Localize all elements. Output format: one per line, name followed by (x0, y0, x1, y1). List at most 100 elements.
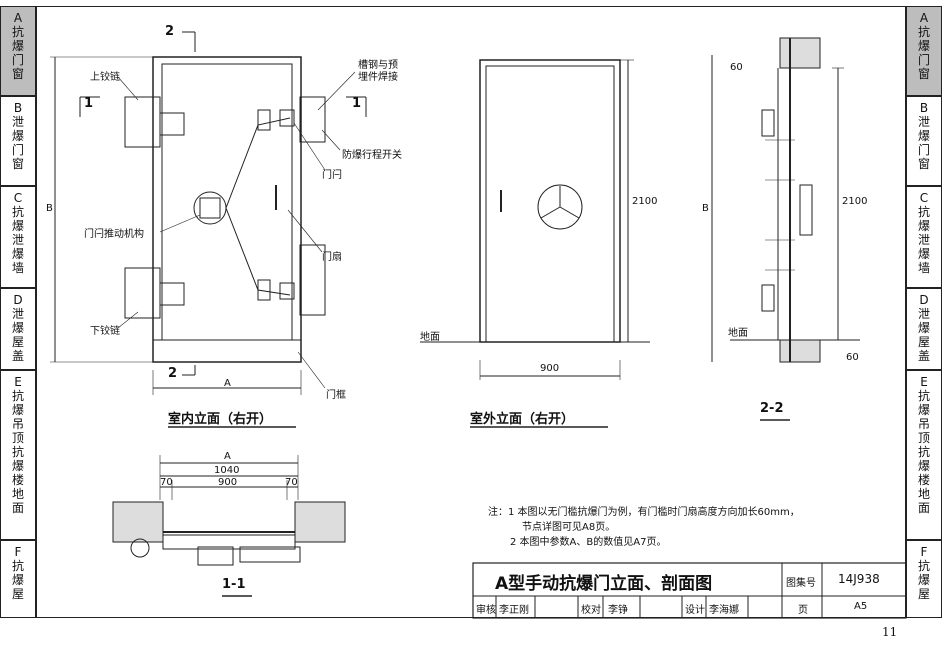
tab-char: 抗 (11, 25, 24, 39)
tab-letter: E (14, 375, 22, 389)
tab-char: 泄 (917, 233, 930, 247)
tab-letter: C (13, 191, 23, 205)
atlas-no: 14J938 (838, 572, 880, 586)
tab-char: 楼 (917, 473, 930, 487)
tab-char: 爆 (917, 219, 930, 233)
tab-char: 顶 (917, 431, 930, 445)
note-1-cont: 节点详图可见A8页。 (522, 522, 616, 533)
latch-wheel-shape (193, 191, 227, 225)
check-label: 校对 (581, 605, 601, 616)
tab-char: 爆 (917, 129, 930, 143)
wall-left-hatch (112, 501, 164, 543)
tab-letter: C (919, 191, 929, 205)
dim-900-plan: 900 (218, 477, 238, 488)
section-mark-2-top: 2 (165, 24, 175, 39)
dim-2100-outdoor: 2100 (632, 196, 658, 207)
tab-char: 屋 (11, 335, 24, 349)
tab-char: 爆 (917, 321, 930, 335)
checker-name: 李铮 (608, 605, 628, 616)
atlas-no-label: 图集号 (786, 578, 816, 589)
dim-b-indoor: B (46, 203, 53, 214)
design-label: 设计 (685, 605, 705, 616)
tab-letter: A (919, 11, 929, 25)
tab-char: 盖 (917, 349, 930, 363)
label-ground-section: 地面 (728, 328, 748, 339)
indoor-door-leaf (161, 63, 293, 341)
tab-char: 抗 (917, 25, 930, 39)
tab-letter: B (919, 101, 929, 115)
tab-char: 爆 (917, 247, 930, 261)
dim-60-bottom: 60 (846, 352, 859, 363)
dim-900-outdoor: 900 (540, 363, 560, 374)
tab-char: 门 (917, 53, 930, 67)
dim-60-top: 60 (730, 62, 743, 73)
dim-70-right: 70 (285, 477, 298, 488)
indoor-door-frame (152, 56, 302, 363)
label-latch-mechanism: 门闩推动机构 (84, 229, 144, 240)
label-latch: 门闩 (322, 170, 342, 181)
page-code: A5 (854, 601, 868, 612)
top-hinge-shape (124, 96, 161, 148)
dim-a-plan: A (224, 451, 231, 462)
tab-letter: E (920, 375, 928, 389)
tab-char: 面 (11, 501, 24, 515)
caption-section-2-2: 2-2 (760, 401, 784, 416)
tab-char: 爆 (11, 459, 24, 473)
dim-b-section: B (702, 203, 709, 214)
tab-letter: F (920, 545, 928, 559)
tab-char: 墙 (917, 261, 930, 275)
section-mark-1-right: 1 (352, 96, 362, 111)
tab-char: 窗 (917, 157, 930, 171)
outdoor-handwheel-shape (537, 184, 583, 230)
note-2: 2 本图中参数A、B的数值见A7页。 (510, 537, 667, 548)
dim-1040-plan: 1040 (214, 465, 240, 476)
tab-char: 窗 (917, 67, 930, 81)
tab-char: 爆 (11, 247, 24, 261)
tab-char: 爆 (917, 403, 930, 417)
tab-char: 墙 (11, 261, 24, 275)
tab-char: 抗 (11, 559, 24, 573)
tab-char: 爆 (11, 321, 24, 335)
tab-char: 地 (11, 487, 24, 501)
review-label: 审核 (476, 605, 496, 616)
reviewer-name: 李正刚 (499, 605, 529, 616)
tab-char: 爆 (11, 39, 24, 53)
page-label: 页 (798, 605, 808, 616)
tab-char: 爆 (11, 129, 24, 143)
tab-char: 抗 (917, 205, 930, 219)
tab-char: 抗 (917, 389, 930, 403)
caption-section-1-1: 1-1 (222, 577, 246, 592)
page-number: 11 (882, 625, 898, 639)
note-1: 注：1 本图以无门槛抗爆门为例，有门槛时门扇高度方向加长60mm， (488, 507, 800, 518)
label-door-leaf: 门扇 (322, 252, 342, 263)
tab-char: 抗 (917, 445, 930, 459)
label-door-frame: 门框 (326, 390, 346, 401)
label-channel-weld: 槽钢与预 埋件焊接 (358, 60, 398, 83)
tab-char: 抗 (917, 559, 930, 573)
tab-char: 泄 (917, 115, 930, 129)
tab-char: 泄 (11, 115, 24, 129)
tab-char: 楼 (11, 473, 24, 487)
tab-letter: D (919, 293, 929, 307)
caption-outdoor-elevation: 室外立面（右开） (470, 412, 575, 427)
tab-char: 泄 (917, 307, 930, 321)
tab-char: 窗 (11, 67, 24, 81)
label-ground-outdoor: 地面 (420, 332, 440, 343)
tab-letter: A (13, 11, 23, 25)
tab-letter: B (13, 101, 23, 115)
tab-char: 抗 (11, 205, 24, 219)
wall-top-hatch (779, 37, 821, 69)
title-block-frame (472, 562, 907, 619)
